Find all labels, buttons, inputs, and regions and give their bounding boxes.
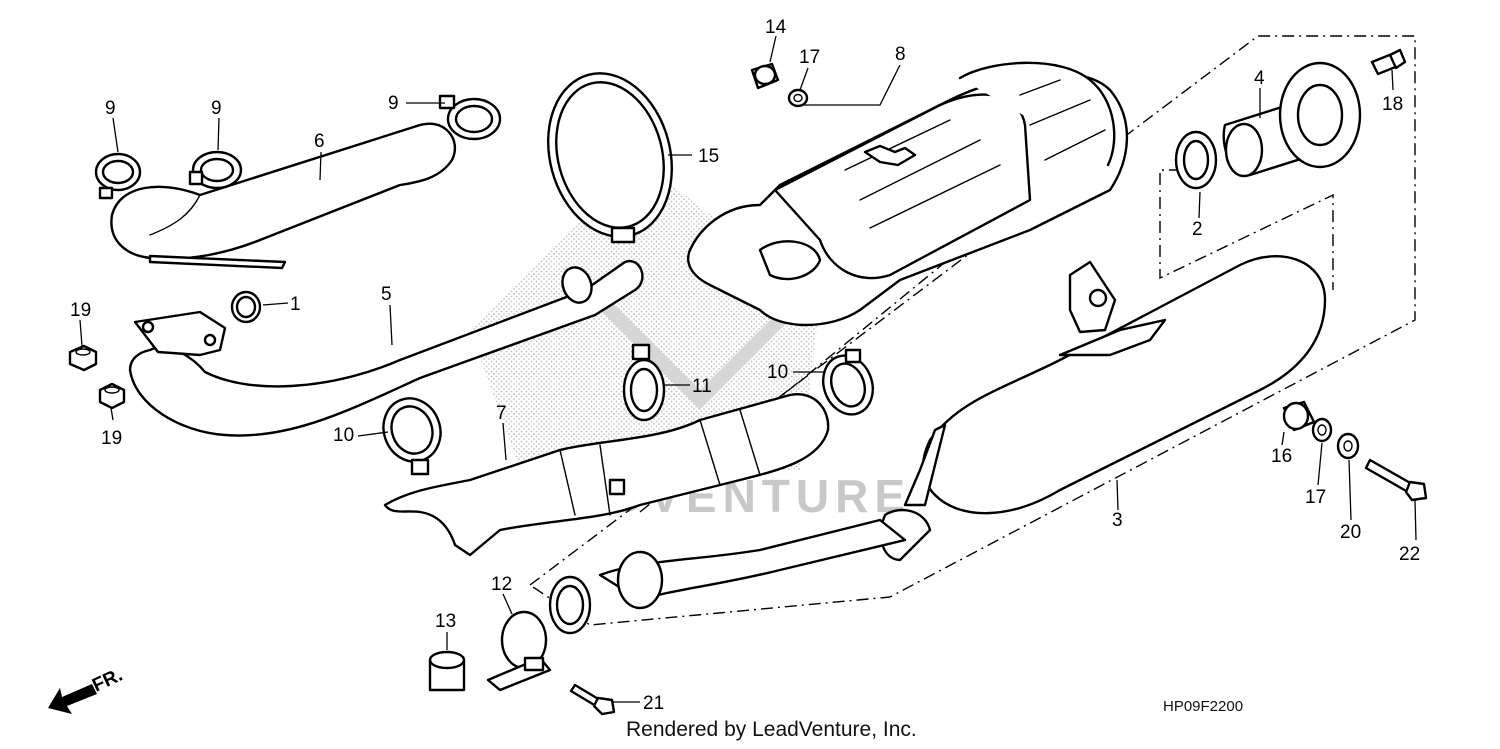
callout-21: 21 xyxy=(643,693,664,714)
assembly-outline xyxy=(528,35,1416,626)
callout-9: 9 xyxy=(211,98,222,119)
part-10-clamp-right xyxy=(822,348,874,416)
callout-4: 4 xyxy=(1254,68,1265,89)
part-19-nut-b xyxy=(98,382,126,410)
callout-16: 16 xyxy=(1271,446,1292,467)
part-1-gasket xyxy=(230,290,262,324)
part-20-washer xyxy=(1336,432,1360,460)
callout-9: 9 xyxy=(388,93,399,114)
part-5-exhaust-pipe xyxy=(128,259,644,437)
callout-20: 20 xyxy=(1340,522,1361,543)
callout-10: 10 xyxy=(767,362,788,383)
callout-2: 2 xyxy=(1192,219,1203,240)
part-21-bolt xyxy=(569,683,616,716)
credit-line: Rendered by LeadVenture, Inc. xyxy=(626,718,917,741)
front-arrow-icon: FR. xyxy=(48,665,126,714)
callout-5: 5 xyxy=(381,284,392,305)
part-3-muffler xyxy=(548,255,1327,635)
part-4-spark-arrester xyxy=(1222,61,1362,178)
callout-labels: 9 9 9 6 15 14 17 8 1 5 19 19 11 10 10 7 … xyxy=(70,17,1420,714)
part-17-washer-top xyxy=(787,88,809,108)
part-8-muffler-body xyxy=(687,61,1129,327)
part-11-clamp xyxy=(622,343,666,422)
callout-18: 18 xyxy=(1382,94,1403,115)
callout-7: 7 xyxy=(496,403,507,424)
callout-6: 6 xyxy=(314,131,325,152)
callout-1: 1 xyxy=(290,294,301,315)
callout-22: 22 xyxy=(1399,544,1420,565)
part-15-band xyxy=(546,72,674,244)
clamp-9c xyxy=(438,94,502,141)
part-10-clamp-left xyxy=(382,397,442,476)
part-22-bolt xyxy=(1364,458,1428,502)
callout-19: 19 xyxy=(70,300,91,321)
callout-14: 14 xyxy=(765,17,787,38)
callout-17: 17 xyxy=(799,47,820,68)
clamp-9a xyxy=(94,152,142,200)
part-19-nut-a xyxy=(68,344,98,372)
part-18-bolt xyxy=(1370,48,1407,76)
callout-17: 17 xyxy=(1305,487,1326,508)
part-7-heat-shield xyxy=(383,393,830,557)
part-12-clamp xyxy=(486,610,552,692)
leader-lines xyxy=(79,35,1417,703)
callout-15: 15 xyxy=(698,146,719,167)
part-14-collar xyxy=(750,62,780,90)
clamp-9b xyxy=(188,150,243,190)
part-16-collar xyxy=(1282,400,1316,432)
callout-9: 9 xyxy=(105,98,116,119)
figure-code: HP09F2200 xyxy=(1163,698,1244,715)
callout-19: 19 xyxy=(101,428,122,449)
callout-13: 13 xyxy=(435,611,456,632)
callout-12: 12 xyxy=(491,574,512,595)
part-2-gasket xyxy=(1174,130,1218,190)
callout-10: 10 xyxy=(333,425,354,446)
part-17-washer-bottom xyxy=(1311,417,1333,443)
callout-3: 3 xyxy=(1112,510,1123,531)
callout-8: 8 xyxy=(895,44,906,65)
part-13-collar xyxy=(428,650,466,692)
part-6-pipe-cover xyxy=(110,122,457,270)
callout-11: 11 xyxy=(692,376,712,397)
